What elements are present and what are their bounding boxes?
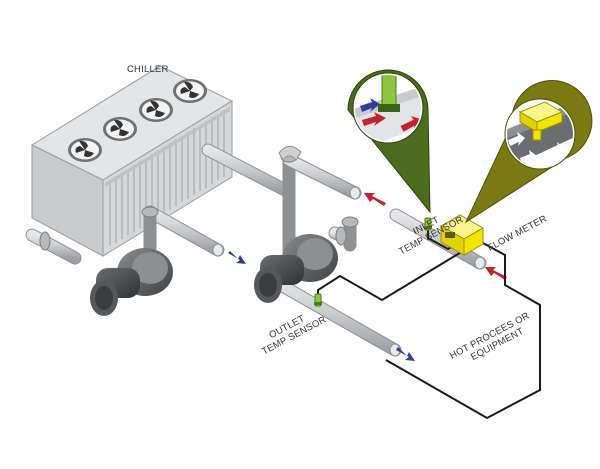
- chiller-label-text: CHILLER: [127, 64, 169, 75]
- sensor-icon: [424, 217, 432, 231]
- pipe-network: [25, 143, 487, 357]
- flow-arrow-icon: [228, 251, 246, 264]
- fan-icon: [68, 138, 102, 162]
- flow-meter-icon: [439, 214, 485, 256]
- fan-icon: [173, 79, 207, 103]
- fan-icon: [103, 117, 137, 141]
- chiller-label: CHILLER: [127, 64, 169, 75]
- pump-icon: [90, 248, 173, 316]
- flow-meter-callout: [464, 80, 593, 224]
- chiller-unit: [30, 65, 234, 257]
- pump-icon: [254, 234, 338, 303]
- inlet-sensor-callout: [347, 69, 431, 214]
- sensor-icon: [314, 293, 322, 307]
- flow-arrow-icon: [485, 267, 507, 280]
- fan-icon: [139, 98, 173, 122]
- sensor-wiring: [317, 230, 541, 420]
- flow-arrow-icon: [364, 193, 386, 206]
- flow-arrow-icon: [396, 347, 415, 361]
